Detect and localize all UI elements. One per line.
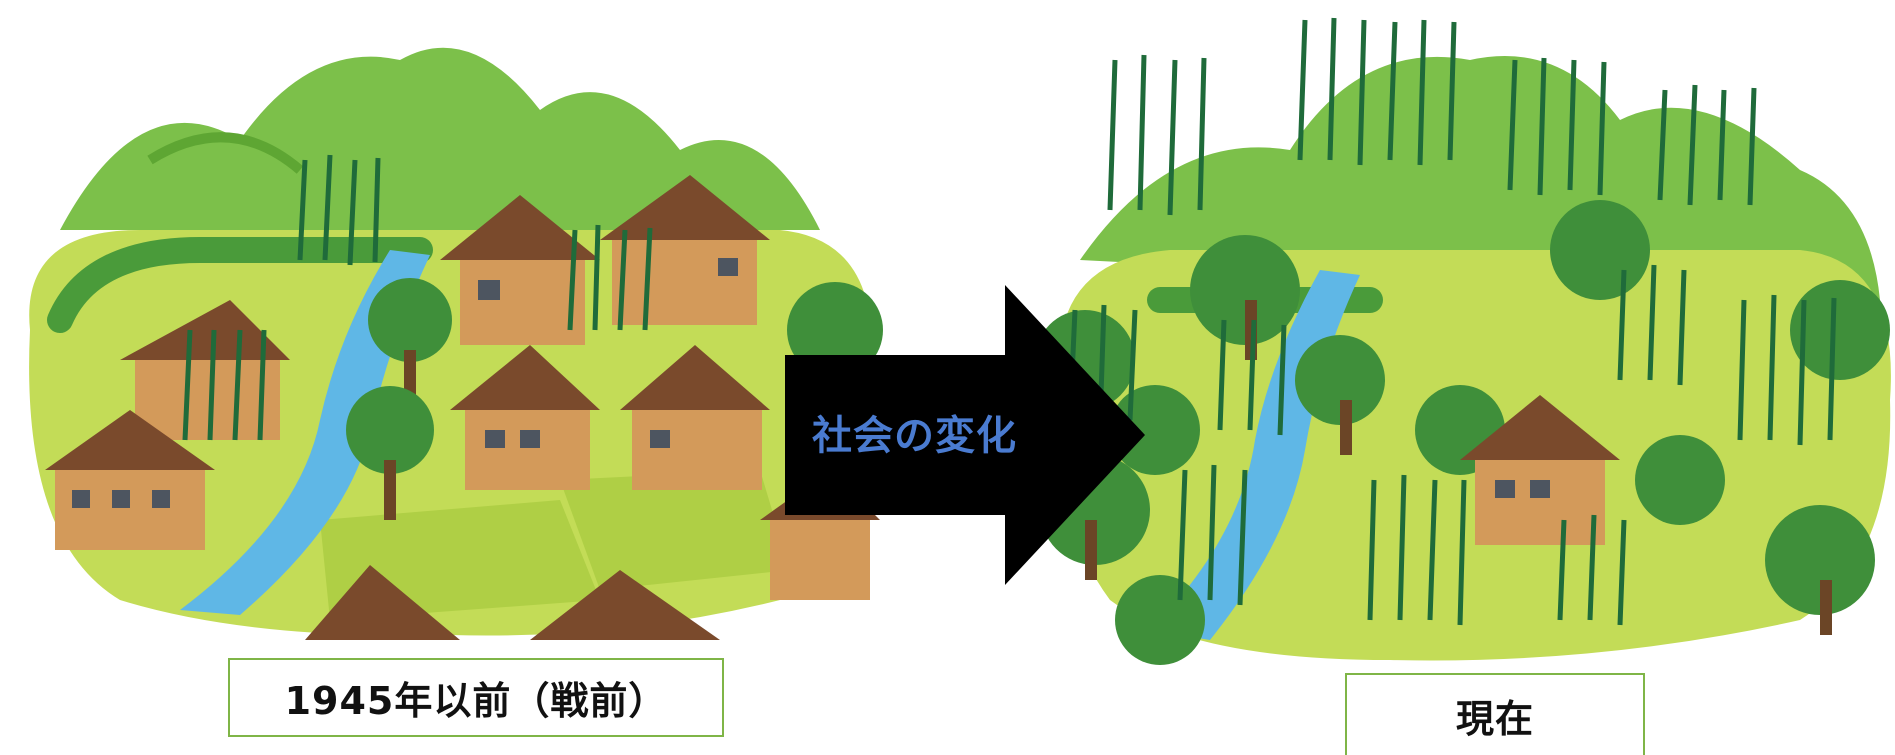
after-label: 現在 — [1345, 673, 1645, 755]
arrow-label: 社会の変化 — [812, 413, 1017, 459]
village-illustration — [0, 0, 900, 660]
bamboo-forest-illustration — [1040, 0, 1895, 690]
before-label: 1945年以前（戦前） — [228, 658, 724, 737]
right-arrow-icon — [785, 285, 1155, 585]
